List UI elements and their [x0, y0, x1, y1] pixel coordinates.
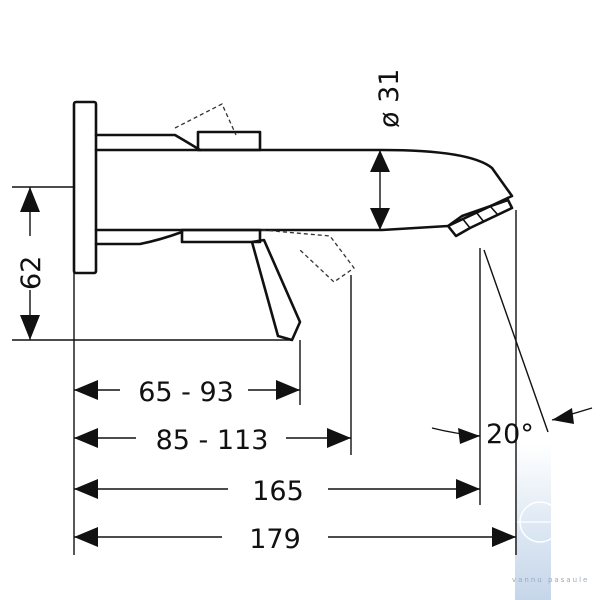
upper-lever-block — [196, 130, 262, 152]
lever-alt-position-top — [174, 103, 237, 136]
diverter-lever — [250, 238, 302, 342]
label-bg-65-93 — [120, 372, 248, 408]
spout-top-collar — [94, 133, 202, 152]
label-85-113: 85 - 113 — [156, 425, 269, 456]
height-arrow-bottom — [20, 315, 40, 340]
arrow-179-right — [492, 527, 516, 547]
wall-plate — [72, 100, 98, 275]
lever-alt-position-bottom — [261, 229, 355, 283]
aerator-ridge-2 — [475, 211, 485, 223]
spout-bottom-collar — [94, 230, 184, 246]
label-179: 179 — [249, 524, 301, 555]
diameter-arrow-bottom — [370, 208, 390, 230]
arrow-165-left — [74, 479, 98, 499]
aerator-ridge-1 — [461, 217, 471, 229]
aerator-ridge-3 — [489, 205, 499, 216]
angle-label: 20° — [486, 419, 534, 450]
aerator — [446, 198, 514, 238]
label-bg-85-113 — [136, 420, 286, 456]
label-bg-179 — [222, 519, 328, 555]
label-bg-165 — [228, 471, 328, 507]
angle-spray-line — [483, 249, 549, 433]
label-165: 165 — [252, 476, 304, 507]
diameter-label: ø 31 — [374, 69, 405, 128]
angle-arrow-left — [458, 428, 480, 444]
arrow-85-113-right — [327, 428, 351, 448]
arrow-65-93-left — [74, 380, 98, 400]
lower-lever-block — [180, 228, 262, 244]
arrow-65-93-right — [276, 380, 300, 400]
height-arrow-top — [20, 187, 40, 212]
height-label: 62 — [16, 256, 47, 290]
diameter-arrow-top — [370, 150, 390, 172]
label-65-93: 65 - 93 — [138, 377, 234, 408]
spout-body — [94, 148, 514, 232]
arrow-85-113-left — [74, 428, 98, 448]
watermark-text: vannu pasaule — [512, 576, 589, 584]
height-label-bg — [14, 236, 46, 290]
angle-arrow-right — [552, 408, 574, 424]
arrow-165-right — [456, 479, 480, 499]
arrow-179-left — [74, 527, 98, 547]
